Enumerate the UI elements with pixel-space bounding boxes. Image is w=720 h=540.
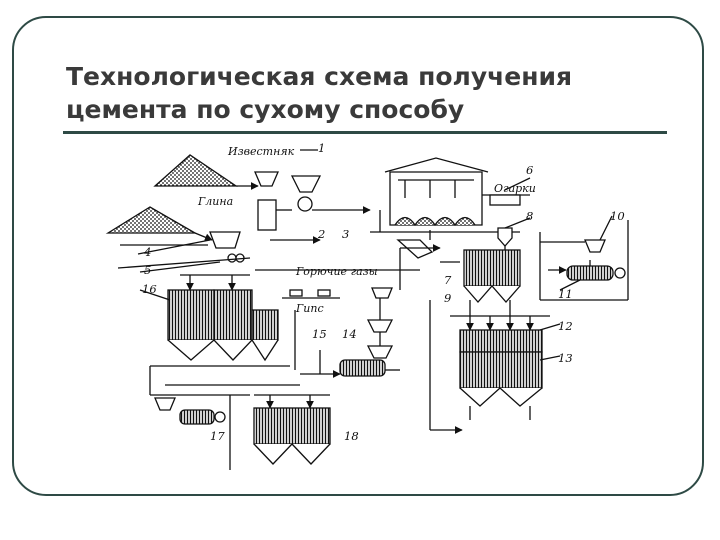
cement-silos-18	[253, 407, 331, 465]
num-10: 10	[610, 209, 625, 223]
num-14: 14	[342, 327, 357, 341]
label-dust: Огарки	[494, 182, 536, 195]
num-8: 8	[526, 209, 533, 223]
num-2: 2	[317, 227, 325, 241]
slide-title: Технологическая схема получения цемента …	[66, 60, 666, 126]
title-line-2: цемента по сухому способу	[66, 95, 465, 124]
num-9: 9	[444, 291, 451, 305]
num-5: 5	[144, 263, 151, 277]
num-6: 6	[526, 163, 533, 177]
num-3: 3	[342, 227, 349, 241]
num-17: 17	[210, 429, 225, 443]
storage-silos-16	[167, 289, 279, 362]
clinker-silos	[459, 329, 543, 407]
finish-mill	[179, 409, 215, 425]
num-13: 13	[558, 351, 573, 365]
label-limestone: Известняк	[227, 145, 295, 158]
title-underline	[63, 131, 667, 134]
mill-building	[389, 171, 483, 226]
cyclone	[497, 227, 513, 247]
num-7: 7	[444, 273, 452, 287]
title-line-1: Технологическая схема получения	[66, 62, 573, 91]
limestone-pile	[153, 154, 239, 187]
limestone-hopper	[254, 171, 279, 187]
label-fuel: Горючие газы	[295, 265, 378, 278]
slide-frame	[12, 16, 704, 496]
num-12: 12	[558, 319, 573, 333]
clay-pile	[105, 206, 198, 234]
num-18: 18	[344, 429, 359, 443]
kiln-cyclone	[584, 239, 606, 253]
crusher-roll	[297, 196, 313, 212]
raw-meal-silo	[463, 249, 521, 303]
num-4: 4	[143, 245, 151, 259]
num-15: 15	[312, 327, 327, 341]
rotary-kiln	[566, 265, 614, 281]
num-16: 16	[142, 282, 157, 296]
num-1: 1	[318, 141, 325, 155]
label-gypsum: Гипс	[295, 302, 324, 315]
clay-feeder	[209, 231, 241, 249]
dryer-drum	[257, 199, 277, 231]
cement-mill	[339, 359, 386, 377]
num-11: 11	[558, 287, 573, 301]
label-clay: Глина	[197, 195, 233, 208]
crusher	[290, 175, 322, 193]
